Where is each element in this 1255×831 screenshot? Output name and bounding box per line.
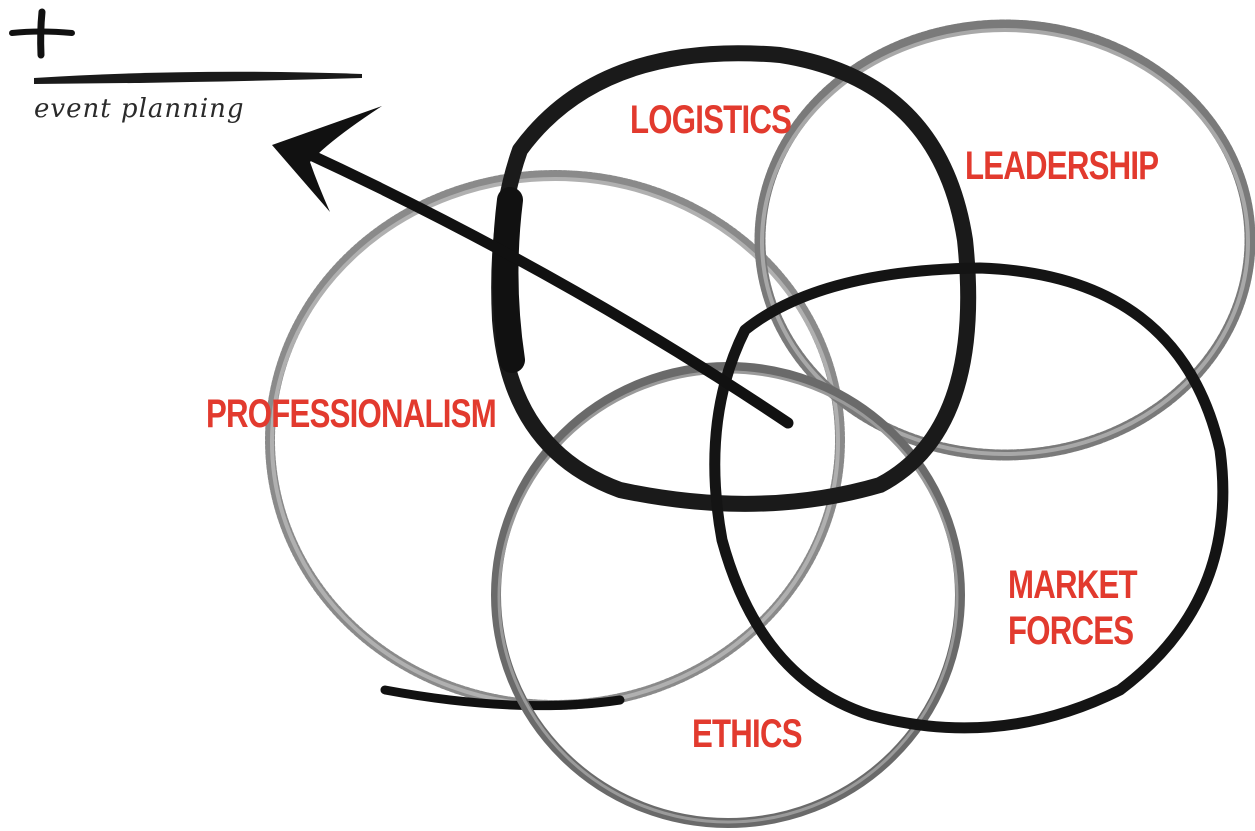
header-underline bbox=[34, 71, 362, 84]
circle-market-forces bbox=[709, 262, 1229, 734]
circle-logistics bbox=[491, 45, 977, 512]
label-leadership: LEADERSHIP bbox=[965, 144, 1159, 188]
label-professionalism: PROFESSIONALISM bbox=[206, 392, 497, 436]
subtitle: event planning bbox=[34, 94, 245, 124]
arrow bbox=[272, 106, 794, 429]
circle-leadership bbox=[754, 19, 1255, 461]
plus-icon bbox=[9, 8, 75, 59]
label-market-forces-line-2: FORCES bbox=[1008, 609, 1134, 653]
label-ethics: ETHICS bbox=[692, 712, 803, 756]
circle-professionalism bbox=[265, 170, 845, 711]
label-logistics: LOGISTICS bbox=[630, 98, 792, 142]
label-market-forces: MARKET FORCES bbox=[1008, 562, 1138, 654]
label-market-forces-line-1: MARKET bbox=[1008, 563, 1138, 607]
